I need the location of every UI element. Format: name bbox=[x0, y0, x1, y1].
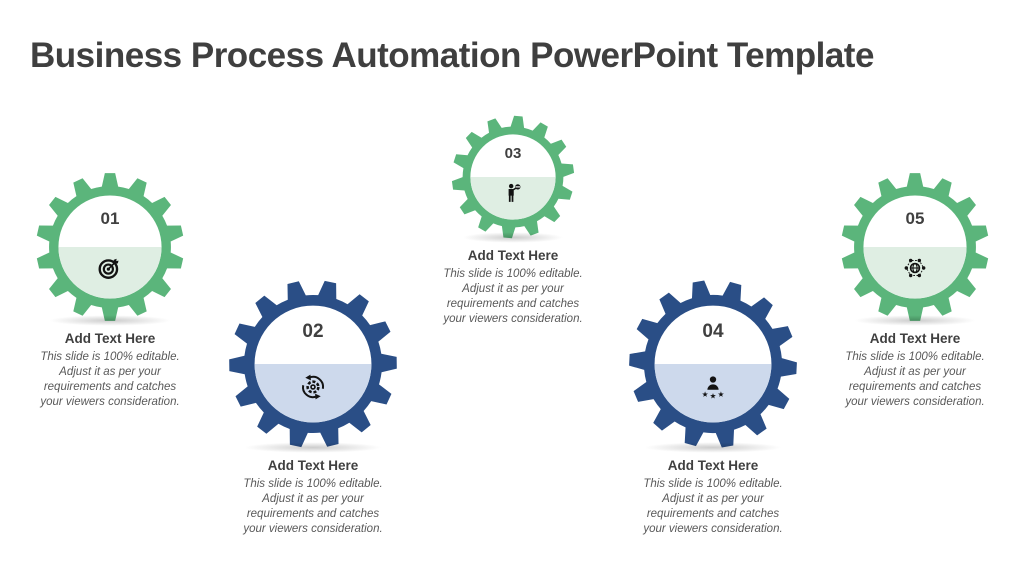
target-dart-icon bbox=[35, 255, 185, 281]
gear-05: 05 bbox=[840, 172, 990, 326]
step-caption: Add Text Here This slide is 100% editabl… bbox=[224, 458, 402, 537]
gear-shape bbox=[451, 115, 575, 239]
desc-line: This slide is 100% editable. bbox=[643, 478, 783, 490]
desc-line: Adjust it as per your bbox=[59, 365, 161, 378]
process-step-01: 01 Add Text Here This slide is 100% edit… bbox=[35, 172, 185, 410]
gear-shadow bbox=[852, 315, 978, 326]
desc-line: requirements and catches bbox=[446, 297, 580, 310]
step-description: This slide is 100% editable. Adjust it a… bbox=[624, 477, 802, 537]
step-description: This slide is 100% editable. Adjust it a… bbox=[21, 350, 199, 410]
step-number: 04 bbox=[702, 320, 724, 342]
step-number: 01 bbox=[100, 208, 120, 228]
desc-line: your viewers consideration. bbox=[40, 395, 180, 408]
gear-04: 04 bbox=[628, 279, 798, 453]
desc-line: requirements and catches bbox=[848, 380, 982, 393]
gear-shape bbox=[36, 173, 184, 321]
process-step-03: 03 Add Text Here This slide is 100% edit… bbox=[443, 115, 583, 327]
desc-line: This slide is 100% editable. bbox=[845, 351, 985, 363]
gear-shadow bbox=[241, 442, 385, 453]
desc-line: your viewers consideration. bbox=[643, 522, 783, 535]
step-heading: Add Text Here bbox=[869, 331, 961, 346]
step-heading: Add Text Here bbox=[467, 248, 559, 263]
process-step-02: 02 Add Text Here This slide is 100% edit… bbox=[228, 279, 398, 537]
gear-03: 03 bbox=[451, 115, 575, 243]
gear-sync-arrows-icon bbox=[228, 373, 398, 401]
desc-line: Adjust it as per your bbox=[262, 492, 364, 505]
desc-line: Adjust it as per your bbox=[462, 282, 564, 295]
gear-shadow bbox=[641, 442, 785, 453]
step-description: This slide is 100% editable. Adjust it a… bbox=[424, 267, 602, 327]
desc-line: your viewers consideration. bbox=[845, 395, 985, 408]
gear-01: 01 bbox=[35, 172, 185, 326]
step-heading: Add Text Here bbox=[64, 331, 156, 346]
step-number: 05 bbox=[905, 208, 925, 228]
desc-line: Adjust it as per your bbox=[864, 365, 966, 378]
desc-line: This slide is 100% editable. bbox=[243, 478, 383, 490]
desc-line: Adjust it as per your bbox=[662, 492, 764, 505]
gear-shape bbox=[841, 173, 989, 321]
desc-line: requirements and catches bbox=[246, 507, 380, 520]
desc-line: requirements and catches bbox=[646, 507, 780, 520]
businessman-sign-icon bbox=[451, 183, 575, 205]
desc-line: This slide is 100% editable. bbox=[443, 268, 583, 280]
step-caption: Add Text Here This slide is 100% editabl… bbox=[624, 458, 802, 537]
slide-title: Business Process Automation PowerPoint T… bbox=[30, 36, 874, 75]
step-description: This slide is 100% editable. Adjust it a… bbox=[224, 477, 402, 537]
step-number: 02 bbox=[302, 320, 324, 342]
globe-network-icon bbox=[840, 255, 990, 281]
desc-line: requirements and catches bbox=[43, 380, 177, 393]
gear-shape bbox=[629, 280, 797, 448]
step-heading: Add Text Here bbox=[667, 458, 759, 473]
gear-shadow bbox=[47, 315, 173, 326]
desc-line: This slide is 100% editable. bbox=[40, 351, 180, 363]
gear-02: 02 bbox=[228, 279, 398, 453]
desc-line: your viewers consideration. bbox=[243, 522, 383, 535]
step-caption: Add Text Here This slide is 100% editabl… bbox=[826, 331, 1004, 410]
gear-shadow bbox=[460, 232, 566, 243]
process-step-04: 04 Add Text Here This slide is 100% edit… bbox=[628, 279, 798, 537]
process-step-05: 05 Add Text Here This slide is 100% edit… bbox=[840, 172, 990, 410]
person-rating-stars-icon bbox=[628, 373, 798, 401]
desc-line: your viewers consideration. bbox=[443, 312, 583, 325]
gear-shape bbox=[229, 280, 397, 448]
step-number: 03 bbox=[504, 145, 522, 162]
step-caption: Add Text Here This slide is 100% editabl… bbox=[424, 248, 602, 327]
step-heading: Add Text Here bbox=[267, 458, 359, 473]
step-caption: Add Text Here This slide is 100% editabl… bbox=[21, 331, 199, 410]
step-description: This slide is 100% editable. Adjust it a… bbox=[826, 350, 1004, 410]
